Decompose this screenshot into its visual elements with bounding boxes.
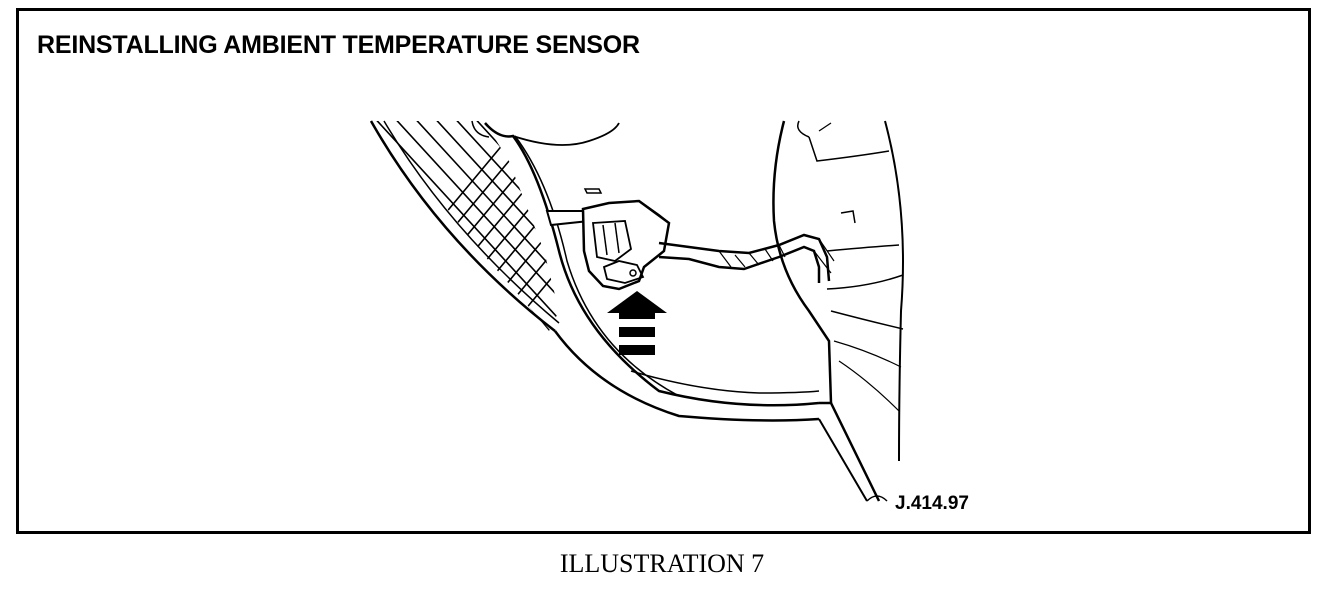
illustration-title: REINSTALLING AMBIENT TEMPERATURE SENSOR	[37, 31, 640, 59]
reference-code: J.414.97	[895, 493, 969, 514]
illustration-frame: REINSTALLING AMBIENT TEMPERATURE SENSOR	[16, 8, 1311, 534]
illustration-caption: ILLUSTRATION 7	[559, 549, 765, 578]
up-arrow-icon	[607, 291, 667, 355]
sensor-line-drawing	[369, 120, 904, 502]
